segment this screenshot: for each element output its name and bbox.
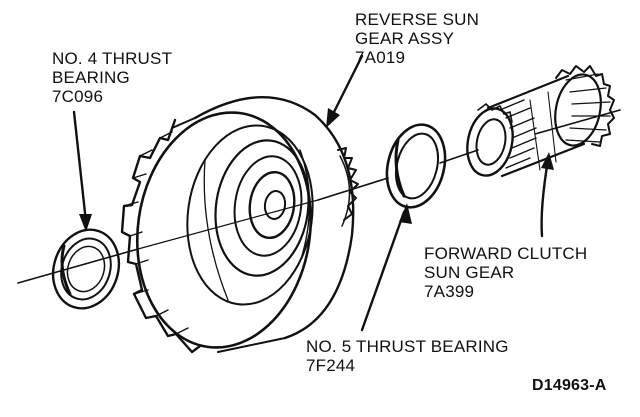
forward-clutch-sun-gear-part bbox=[466, 65, 615, 178]
reverse-sun-gear-name-line2: GEAR ASSY bbox=[355, 29, 455, 48]
no5-thrust-bearing-part-number: 7F244 bbox=[306, 356, 356, 375]
reverse-sun-gear-part-number: 7A019 bbox=[355, 48, 406, 67]
no4-thrust-bearing-part bbox=[51, 228, 121, 310]
reverse-sun-gear-label: REVERSE SUN GEAR ASSY 7A019 bbox=[355, 10, 479, 67]
reverse-sun-gear-name: REVERSE SUN bbox=[355, 10, 480, 29]
forward-clutch-name: FORWARD CLUTCH bbox=[424, 244, 588, 263]
leader-arrowheads bbox=[79, 108, 554, 232]
center-axis-hidden bbox=[137, 199, 319, 250]
forward-clutch-name-line2: SUN GEAR bbox=[424, 263, 515, 282]
no4-thrust-bearing-label: NO. 4 THRUST BEARING 7C096 bbox=[52, 49, 172, 106]
no5-thrust-bearing-label: NO. 5 THRUST BEARING 7F244 bbox=[306, 337, 509, 375]
no5-thrust-bearing-part bbox=[385, 123, 447, 209]
reverse-sun-gear-assy-part bbox=[120, 96, 359, 354]
forward-clutch-part-number: 7A399 bbox=[424, 282, 475, 301]
forward-clutch-sun-gear-label: FORWARD CLUTCH SUN GEAR 7A399 bbox=[424, 244, 587, 301]
no5-thrust-bearing-name: NO. 5 THRUST BEARING bbox=[306, 337, 509, 356]
no4-thrust-bearing-part-number: 7C096 bbox=[52, 87, 104, 106]
no4-thrust-bearing-name-line2: BEARING bbox=[52, 68, 130, 87]
no4-thrust-bearing-name: NO. 4 THRUST bbox=[52, 49, 173, 68]
figure-id: D14963-A bbox=[532, 377, 607, 394]
